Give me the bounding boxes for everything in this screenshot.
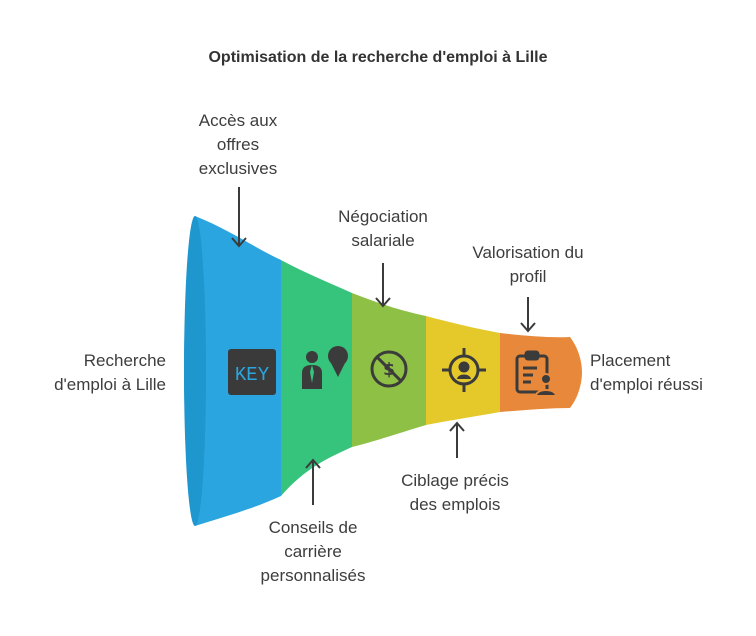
- clipboard-user-icon: [515, 350, 558, 397]
- arrow-profil: [520, 297, 536, 333]
- stage-label-ciblage: Ciblage précis des emplois: [401, 471, 509, 514]
- stage-label-offres: Accès aux offres exclusives: [198, 111, 278, 178]
- stage-label-profil: Valorisation du profil: [472, 243, 584, 286]
- arrow-conseils: [305, 458, 321, 505]
- output-label: Placement d'emploi réussi: [590, 351, 703, 394]
- svg-text:$: $: [383, 360, 395, 380]
- arrow-ciblage: [449, 421, 465, 458]
- target-person-icon: [442, 348, 486, 392]
- key-icon: KEY: [228, 349, 276, 395]
- no-dollar-icon: $: [370, 350, 408, 388]
- diagram-title: Optimisation de la recherche d'emploi à …: [208, 49, 548, 66]
- funnel-band-profil: [500, 333, 582, 412]
- advisor-icon: [302, 346, 348, 389]
- stage-label-conseils: Conseils de carrière personnalisés: [260, 518, 366, 585]
- arrow-negociation: [375, 263, 391, 308]
- svg-text:KEY: KEY: [235, 364, 270, 386]
- input-label: Recherche d'emploi à Lille: [54, 351, 166, 394]
- arrow-offres: [231, 187, 247, 248]
- stage-label-negociation: Négociation salariale: [338, 207, 428, 250]
- funnel-rim: [184, 216, 206, 526]
